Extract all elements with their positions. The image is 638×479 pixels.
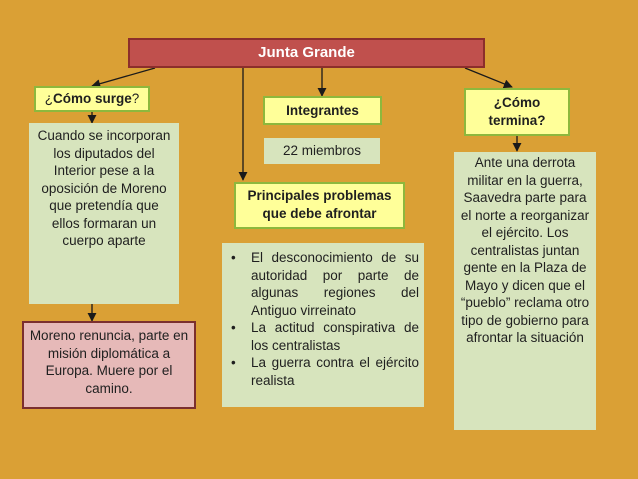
integrantes-box: Integrantes: [263, 96, 382, 125]
problemas-box: Principales problemas que debe afrontar: [234, 182, 405, 229]
termina-answer-box: Ante una derrota militar en la guerra, S…: [454, 152, 596, 430]
arrow-to-surge: [91, 67, 156, 89]
surge-question-open: ¿: [44, 91, 53, 106]
integrantes-label: Integrantes: [286, 103, 359, 118]
problema-item: La actitud conspirativa de los centralis…: [226, 319, 419, 354]
termina-answer-text: Ante una derrota militar en la guerra, S…: [460, 155, 590, 345]
surge-question-box: ¿Cómo surge?: [34, 86, 150, 112]
title-box: Junta Grande: [128, 38, 485, 68]
problema-item: El desconocimiento de su autoridad por p…: [226, 249, 419, 319]
problemas-label: Principales problemas que debe afrontar: [247, 188, 392, 221]
integrantes-value-box: 22 miembros: [264, 138, 380, 164]
problemas-list: El desconocimiento de su autoridad por p…: [226, 249, 419, 389]
surge-answer-text: Cuando se incorporan los diputados del I…: [37, 128, 171, 248]
termina-label: ¿Cómo termina?: [488, 95, 546, 128]
termina-box: ¿Cómo termina?: [464, 88, 570, 136]
problema-item: La guerra contra el ejército realista: [226, 354, 419, 389]
moreno-note-text: Moreno renuncia, parte en misión diplomá…: [29, 328, 189, 396]
surge-answer-box: Cuando se incorporan los diputados del I…: [29, 123, 179, 304]
title-text: Junta Grande: [258, 44, 355, 61]
problemas-list-box: El desconocimiento de su autoridad por p…: [222, 243, 424, 407]
surge-question-close: ?: [131, 91, 140, 106]
arrow-to-termina: [464, 67, 513, 89]
integrantes-value: 22 miembros: [282, 143, 362, 158]
surge-question-text: Cómo surge: [52, 91, 132, 106]
moreno-note-box: Moreno renuncia, parte en misión diplomá…: [22, 321, 196, 409]
